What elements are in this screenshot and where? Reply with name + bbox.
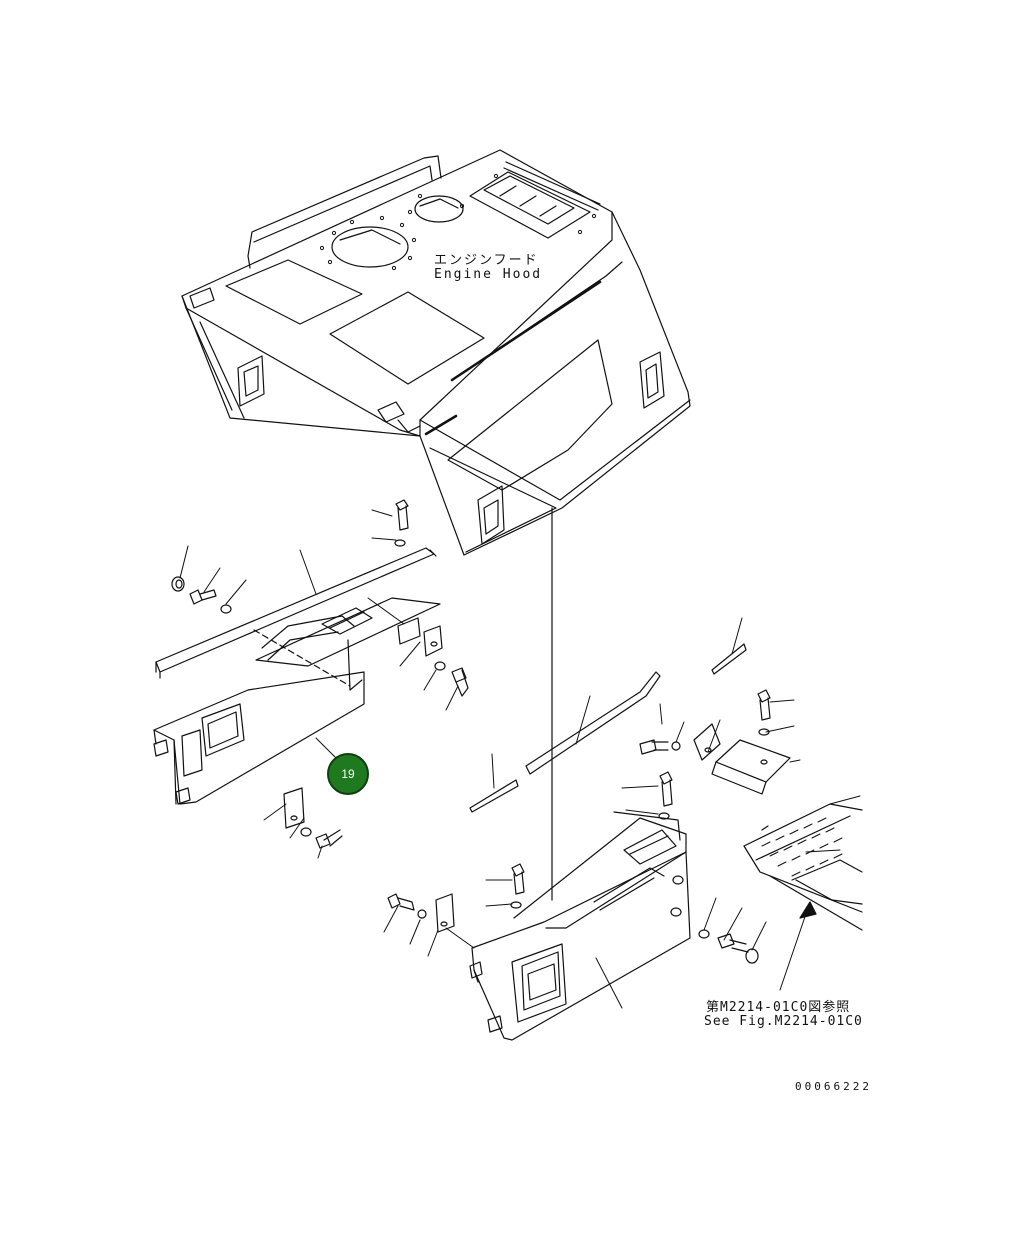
right-leader-lines bbox=[383, 617, 801, 1009]
part-callout-number: 19 bbox=[341, 767, 355, 781]
left-fasteners bbox=[171, 499, 469, 849]
reference-floor-plate bbox=[743, 795, 863, 991]
engine-hood-label: Engine Hood bbox=[434, 267, 543, 282]
left-leader-lines bbox=[179, 509, 459, 859]
engine-hood-label-jp: エンジンフード bbox=[434, 253, 539, 268]
drawing-number: 00066222 bbox=[795, 1080, 872, 1093]
right-fasteners bbox=[387, 689, 791, 964]
engine-hood bbox=[181, 149, 691, 556]
part-callout-19[interactable]: 19 bbox=[327, 753, 369, 795]
figure-reference-jp: 第M2214-01C0図参照 bbox=[706, 1000, 851, 1015]
right-side-cover bbox=[469, 643, 747, 1041]
left-side-cover bbox=[153, 547, 441, 805]
figure-reference: See Fig.M2214-01C0 bbox=[704, 1014, 863, 1029]
